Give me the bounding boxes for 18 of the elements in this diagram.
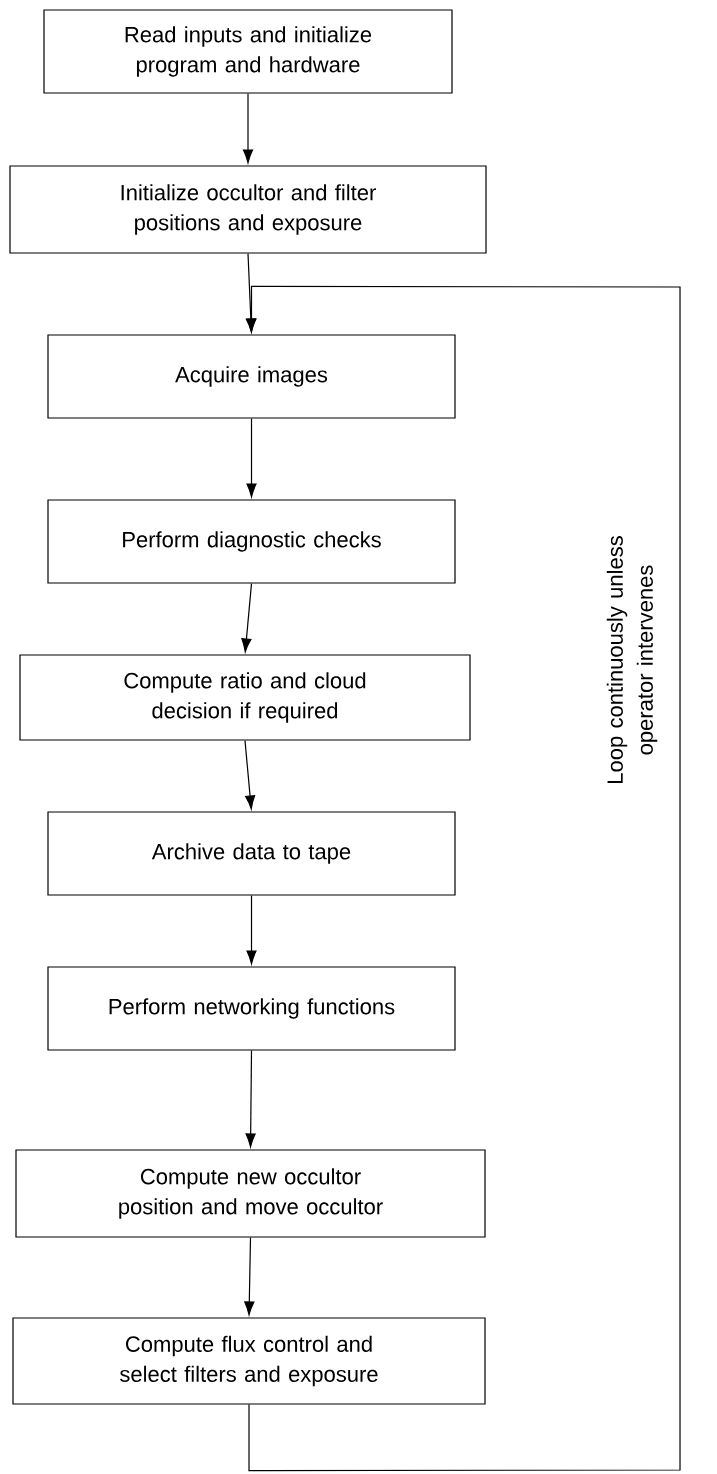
arrow <box>241 583 253 653</box>
process-box: Initialize occultor and filter positions and exposure <box>9 165 487 254</box>
process-box: Archive data to tape <box>47 811 456 896</box>
arrow <box>244 1237 255 1316</box>
arrow <box>246 418 257 498</box>
process-box: Perform diagnostic checks <box>47 499 456 584</box>
arrow <box>246 285 681 1472</box>
process-box: Acquire images <box>47 334 456 419</box>
process-box: Compute ratio and cloud decision if required <box>19 654 471 741</box>
process-box: Perform networking functions <box>47 966 456 1051</box>
arrow <box>245 1050 256 1148</box>
arrow <box>242 93 254 164</box>
process-box: Compute flux control and select filters and exposure <box>12 1317 486 1405</box>
arrow <box>246 895 257 965</box>
arrow <box>244 740 256 810</box>
process-box: Compute new occultor position and move occultor <box>15 1149 486 1238</box>
process-box: Read inputs and initialize program and hardware <box>43 9 453 94</box>
edge-label: Loop continuously unless operator intervenes <box>606 536 658 783</box>
